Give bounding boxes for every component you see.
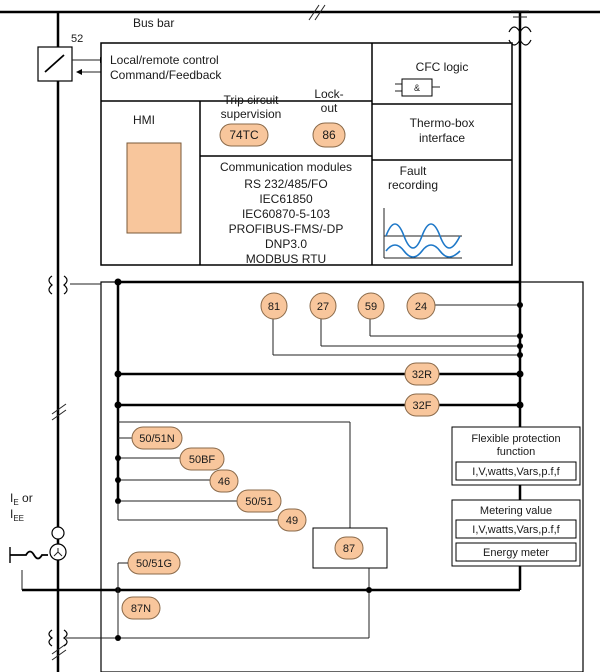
func-59-label: 59 (365, 301, 377, 313)
flexible-value: I,V,watts,Vars,p.f,f (472, 466, 560, 478)
metering-panel: Metering value I,V,watts,Vars,p.f,f Ener… (451, 499, 581, 567)
func-24-label: 24 (415, 301, 427, 313)
func-32r-label: 32R (412, 369, 432, 381)
func-5051n-badge: 50/51N (131, 426, 183, 450)
func-50bf-label: 50BF (189, 454, 216, 466)
hmi-panel (126, 142, 182, 234)
func-87n-badge: 87N (121, 596, 161, 620)
func-5051n-label: 50/51N (139, 433, 175, 445)
control-line1: Local/remote control (110, 53, 219, 67)
bus-bar-label: Bus bar (133, 16, 174, 30)
comm-line: MODBUS RTU (246, 252, 326, 266)
comm-line: DNP3.0 (265, 237, 307, 251)
feedback-arrow-icon (76, 69, 102, 75)
thermo-label-line1: Thermo-box (410, 116, 475, 130)
fault-label-line1: Fault (400, 164, 427, 178)
flexible-title-line2: function (497, 446, 536, 458)
control-line2: Command/Feedback (110, 68, 222, 82)
cfc-label: CFC logic (416, 60, 469, 74)
func-27-label: 27 (317, 301, 329, 313)
and-gate-symbol: & (414, 83, 420, 93)
func-49-label: 49 (286, 515, 298, 527)
func-5051g-label: 50/51G (136, 558, 172, 570)
thermo-label-line2: interface (419, 131, 465, 145)
communication-modules: Communication modules RS 232/485/FO IEC6… (220, 160, 352, 266)
trip-label-line2: supervision (221, 107, 282, 121)
neutral-ct-icon (48, 629, 68, 647)
metering-title: Metering value (480, 505, 552, 517)
func-87-badge: 87 (334, 536, 364, 560)
fault-waveform-icon (383, 208, 462, 259)
bus-bar-break-mark (308, 4, 326, 21)
comm-line: IEC60870-5-103 (242, 207, 330, 221)
func-81-badge: 81 (260, 292, 288, 320)
func-5051g-badge: 50/51G (127, 551, 181, 575)
svg-text:IE or: IE or (10, 491, 33, 507)
comm-line: RS 232/485/FO (244, 177, 327, 191)
ie-label-or: or (19, 491, 33, 505)
func-32f-label: 32F (413, 400, 432, 412)
func-5051-label: 50/51 (245, 496, 273, 508)
func-87n-label: 87N (131, 603, 151, 615)
ie-label-sub2: EE (13, 514, 24, 523)
lockout-label-line2: out (321, 101, 338, 115)
func-87-label: 87 (343, 543, 355, 555)
func-59-badge: 59 (357, 292, 385, 320)
cable-ct-icon (49, 526, 67, 561)
func-86-badge: 86 (312, 122, 346, 148)
comm-title: Communication modules (220, 160, 352, 174)
ie-label-main: I (10, 491, 13, 505)
func-50bf-badge: 50BF (179, 447, 225, 471)
feeder-break-mark-lower (51, 643, 67, 661)
func-5051-badge: 50/51 (236, 489, 282, 513)
svg-text:IEE: IEE (10, 507, 24, 523)
hmi-label: HMI (133, 113, 155, 127)
ie-label: IE or IEE (10, 491, 33, 523)
ie-label-sub: E (13, 498, 18, 507)
func-27-badge: 27 (309, 292, 337, 320)
func-24-badge: 24 (406, 292, 436, 320)
lockout-label-line1: Lock- (314, 87, 343, 101)
flexible-title-line1: Flexible protection (471, 433, 560, 445)
energy-meter-label: Energy meter (483, 547, 549, 559)
comm-line: PROFIBUS-FMS/-DP (229, 222, 344, 236)
trip-label-line1: Trip circuit (224, 93, 280, 107)
comm-line: IEC61850 (259, 192, 313, 206)
fault-label-line2: recording (388, 178, 438, 192)
func-86-label: 86 (322, 128, 336, 142)
func-74tc-label: 74TC (229, 128, 259, 142)
func-32r-badge: 32R (404, 362, 440, 386)
func-49-badge: 49 (277, 508, 307, 532)
func-46-label: 46 (218, 476, 230, 488)
metering-value: I,V,watts,Vars,p.f,f (472, 524, 560, 536)
flexible-protection-panel: Flexible protection function I,V,watts,V… (451, 426, 581, 486)
func-81-label: 81 (268, 301, 280, 313)
func-32f-badge: 32F (404, 393, 440, 417)
func-46-badge: 46 (209, 469, 239, 493)
current-transformer-icon (48, 275, 68, 295)
feeder-break-mark (51, 403, 67, 421)
circuit-breaker-icon (37, 46, 73, 82)
ie-label-main2: I (10, 507, 13, 521)
breaker-label: 52 (71, 33, 83, 45)
ground-cable-icon (9, 547, 48, 563)
and-gate-icon: & (395, 78, 440, 97)
func-74tc-badge: 74TC (219, 123, 269, 147)
